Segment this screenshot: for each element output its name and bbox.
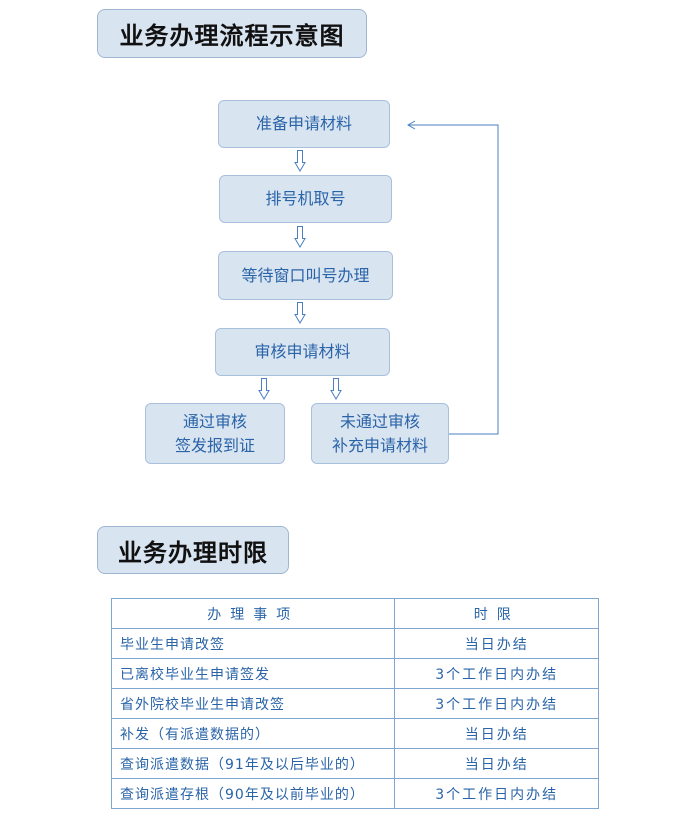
flow-node-wait: 等待窗口叫号办理 <box>218 251 393 300</box>
row-item: 查询派遣数据（91年及以后毕业的） <box>110 748 396 779</box>
table-row: 查询派遣数据（91年及以后毕业的） 当日办结 <box>110 748 599 779</box>
flow-node-label-line1: 未通过审核 <box>339 411 420 431</box>
row-item: 补发（有派遣数据的） <box>110 718 396 749</box>
flow-node-label: 等待窗口叫号办理 <box>241 265 370 285</box>
row-item: 毕业生申请改签 <box>110 628 396 659</box>
row-item: 省外院校毕业生申请改签 <box>110 688 396 719</box>
header-limit: 时限 <box>394 598 599 629</box>
flow-node-label-line1: 通过审核 <box>182 411 247 431</box>
flow-node-label-line2: 签发报到证 <box>174 435 255 455</box>
loop-back-connector <box>409 124 499 435</box>
time-limit-table: 办理事项 时限 毕业生申请改签 当日办结 已离校毕业生申请签发 3个工作日内办结… <box>110 598 599 809</box>
left-arrow-icon <box>406 120 416 130</box>
time-limit-section-title: 业务办理时限 <box>97 526 289 574</box>
table-row: 查询派遣存根（90年及以前毕业的） 3个工作日内办结 <box>110 778 599 809</box>
down-arrow-icon <box>294 150 306 172</box>
down-arrow-icon <box>258 378 270 400</box>
flow-node-label: 准备申请材料 <box>255 114 352 133</box>
table-row: 补发（有派遣数据的） 当日办结 <box>110 718 599 749</box>
flow-node-fail: 未通过审核 补充申请材料 <box>311 403 449 464</box>
table-row: 已离校毕业生申请签发 3个工作日内办结 <box>110 658 599 689</box>
row-limit: 3个工作日内办结 <box>394 688 599 719</box>
down-arrow-icon <box>294 226 306 248</box>
flow-node-prepare: 准备申请材料 <box>218 100 390 148</box>
row-limit: 3个工作日内办结 <box>394 658 599 689</box>
table-row: 省外院校毕业生申请改签 3个工作日内办结 <box>110 688 599 719</box>
flow-node-label: 排号机取号 <box>265 189 346 208</box>
flow-node-label-line2: 补充申请材料 <box>331 435 428 455</box>
flow-node-label: 审核申请材料 <box>254 342 351 361</box>
down-arrow-icon <box>330 378 342 400</box>
flowchart-section-title: 业务办理流程示意图 <box>97 9 367 58</box>
header-item: 办理事项 <box>110 598 396 629</box>
flow-node-pass: 通过审核 签发报到证 <box>145 403 285 464</box>
row-limit: 当日办结 <box>394 718 599 749</box>
row-limit: 3个工作日内办结 <box>394 778 599 809</box>
row-item: 已离校毕业生申请签发 <box>110 658 396 689</box>
row-limit: 当日办结 <box>394 628 599 659</box>
flow-node-review: 审核申请材料 <box>215 328 390 376</box>
flow-node-ticket: 排号机取号 <box>219 175 392 223</box>
table-row: 毕业生申请改签 当日办结 <box>110 628 599 659</box>
table-header-row: 办理事项 时限 <box>110 598 599 629</box>
row-item: 查询派遣存根（90年及以前毕业的） <box>110 778 396 809</box>
down-arrow-icon <box>294 302 306 324</box>
row-limit: 当日办结 <box>394 748 599 779</box>
